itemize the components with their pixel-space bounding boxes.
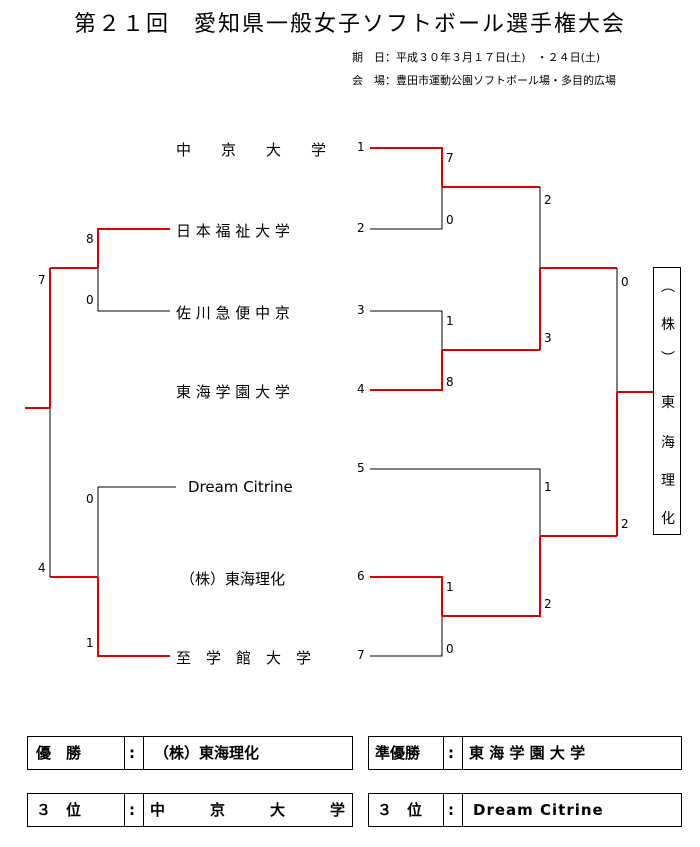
result-label: ３ 位 — [36, 801, 82, 819]
result-label: 優 勝 — [36, 744, 82, 762]
result-label: 準優勝 — [375, 744, 421, 762]
champion-char: 海 — [661, 435, 675, 451]
score-final-top: 0 — [621, 275, 629, 289]
team-name-4: 東 海 学 園 大 学 — [176, 383, 290, 401]
line-l-t3 — [97, 268, 170, 312]
event-dates: 期 日：平成３０年３月１７日(土) ・２４日(土) — [352, 51, 601, 64]
line-l-t5 — [97, 486, 176, 577]
result-colon: : — [448, 801, 454, 819]
seed-4: 4 — [357, 382, 365, 396]
team-name-2: 日 本 福 祉 大 学 — [176, 222, 290, 240]
result-runner-up: 準優勝 : 東 海 学 園 大 学 — [368, 736, 682, 770]
champion-char: ︵ — [661, 279, 675, 295]
champion-char: ︶ — [661, 351, 675, 367]
event-venue: 会 場：豊田市運動公園ソフトボール場・多目的広場 — [352, 74, 616, 87]
result-team: Dream Citrine — [473, 801, 604, 819]
score-r3-bottom: 0 — [446, 642, 454, 656]
team-name-5: Dream Citrine — [188, 478, 293, 496]
score-left-b-top: 0 — [86, 492, 94, 506]
result-team: 東 海 学 園 大 学 — [469, 744, 586, 762]
champion-char: 化 — [661, 511, 675, 527]
line-t7 — [370, 616, 443, 657]
result-label: ３ 位 — [377, 801, 423, 819]
line-l-t7 — [97, 577, 170, 657]
score-sf2-top: 1 — [544, 480, 552, 494]
line-t1 — [370, 147, 443, 187]
seed-5: 5 — [357, 461, 365, 475]
team-name-7: 至 学 館 大 学 — [176, 649, 312, 667]
seed-7: 7 — [357, 648, 365, 662]
result-colon: : — [129, 801, 135, 819]
line-t4 — [370, 350, 443, 391]
result-team: 中 京 大 学 — [150, 801, 346, 819]
score-r1-bottom: 0 — [446, 213, 454, 227]
champion-box: ︵ 株 ︶ 東 海 理 化 — [653, 267, 681, 535]
page-title: 第２１回 愛知県一般女子ソフトボール選手権大会 — [73, 12, 626, 37]
score-final-bottom: 2 — [621, 517, 629, 531]
result-champion: 優 勝 : （株）東海理化 — [27, 736, 353, 770]
line-t5 — [370, 468, 541, 536]
champion-char: 東 — [661, 395, 675, 411]
seed-6: 6 — [357, 569, 365, 583]
score-r1-top: 7 — [446, 151, 454, 165]
score-r3-top: 1 — [446, 580, 454, 594]
score-sf1-top: 2 — [544, 193, 552, 207]
score-left-a-bottom: 0 — [86, 293, 94, 307]
line-l-t2 — [97, 228, 170, 268]
result-third-2: ３ 位 : Dream Citrine — [368, 793, 682, 827]
team-name-3: 佐 川 急 便 中 京 — [176, 304, 290, 322]
line-t3 — [370, 310, 443, 350]
score-sf1-bottom: 3 — [544, 331, 552, 345]
score-left-final-bottom: 4 — [38, 561, 46, 575]
champion-char: 株 — [661, 317, 675, 333]
score-r2-bottom: 8 — [446, 375, 454, 389]
bracket-diagram — [25, 147, 653, 657]
score-left-final-top: 7 — [38, 273, 46, 287]
result-colon: : — [448, 744, 454, 762]
champion-char: 理 — [661, 473, 675, 489]
seed-2: 2 — [357, 221, 365, 235]
result-colon: : — [129, 744, 135, 762]
result-third-1: ３ 位 : 中 京 大 学 — [27, 793, 353, 827]
line-t6 — [370, 576, 443, 616]
score-left-b-bottom: 1 — [86, 636, 94, 650]
team-name-1: 中 京 大 学 — [176, 141, 327, 159]
team-name-6: （株）東海理化 — [180, 570, 286, 588]
line-t2 — [370, 187, 443, 230]
line-r3-win — [442, 536, 541, 617]
score-r2-top: 1 — [446, 314, 454, 328]
score-sf2-bottom: 2 — [544, 597, 552, 611]
seed-3: 3 — [357, 303, 365, 317]
seed-1: 1 — [357, 140, 365, 154]
result-team: （株）東海理化 — [154, 744, 260, 762]
score-left-a-top: 8 — [86, 232, 94, 246]
